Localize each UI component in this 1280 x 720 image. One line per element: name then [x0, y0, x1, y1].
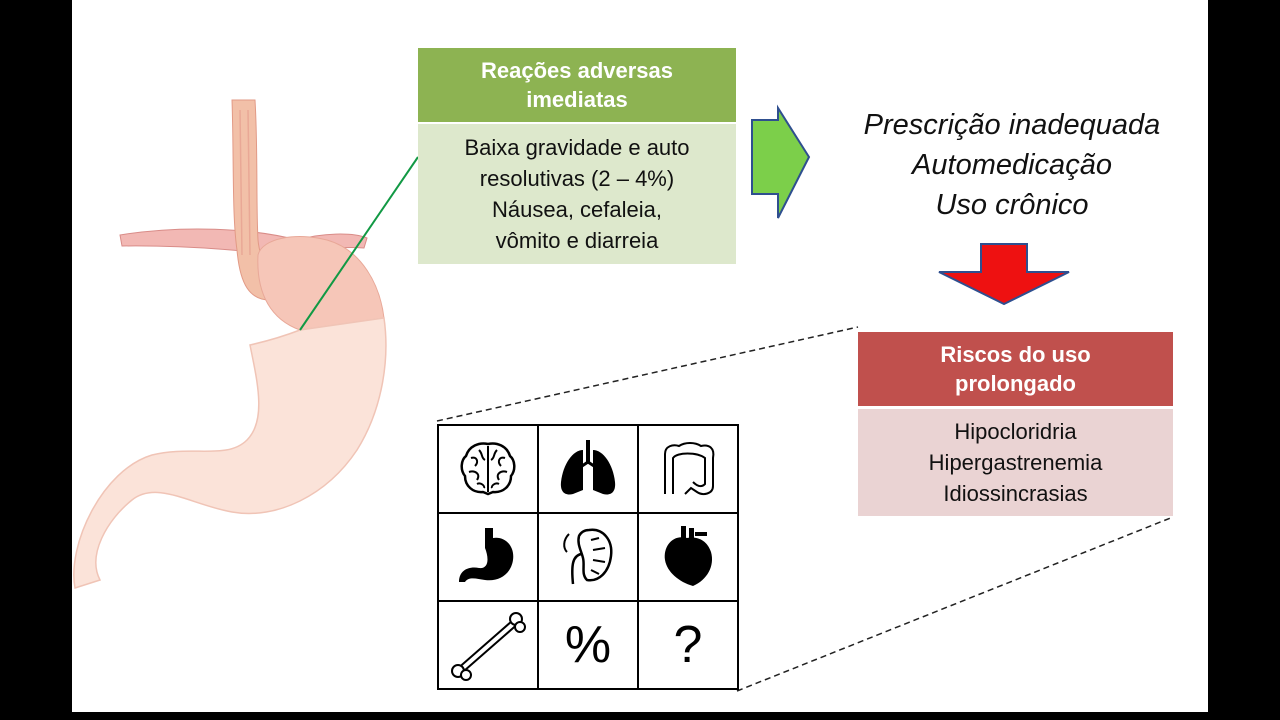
grid-cell-brain: [437, 424, 539, 514]
grid-cell-heart: [637, 512, 739, 602]
intestine-icon: [664, 442, 715, 495]
percent-symbol: %: [564, 616, 612, 674]
adverse-box-body: Baixa gravidade e auto resolutivas (2 – …: [418, 124, 736, 264]
bone-icon: [451, 612, 526, 681]
cause-item: Prescrição inadequada: [863, 109, 1161, 141]
down-arrow: [938, 243, 1070, 306]
adverse-box-header: Reações adversas imediatas: [418, 48, 736, 122]
risks-title-line-1: Riscos do uso: [940, 342, 1091, 367]
risk-item: Hipocloridria: [954, 419, 1077, 444]
grid-cell-stomach: [437, 512, 539, 602]
heart-icon: [664, 526, 713, 586]
grid-cell-bone: [437, 600, 539, 690]
cause-item: Uso crônico: [935, 189, 1089, 221]
question-symbol: ?: [673, 616, 703, 674]
stomach-icon: [459, 528, 514, 582]
risk-item: Hipergastrenemia: [928, 450, 1103, 475]
lungs-icon: [560, 440, 616, 495]
risks-title-line-2: prolongado: [955, 371, 1076, 396]
adverse-body-line-3: Náusea, cefaleia,: [492, 197, 662, 222]
risks-box-body: Hipocloridria Hipergastrenemia Idiossinc…: [858, 409, 1173, 516]
adverse-title-line-2: imediatas: [526, 87, 628, 112]
stomach-body-shape: [73, 317, 387, 589]
adverse-body-line-2: resolutivas (2 – 4%): [479, 166, 675, 191]
adverse-body-line-4: vômito e diarreia: [495, 228, 659, 253]
cause-item: Automedicação: [912, 149, 1112, 181]
grid-cell-intestine: [637, 424, 739, 514]
grid-cell-lungs: [537, 424, 639, 514]
grid-cell-kidney: [537, 512, 639, 602]
stomach-illustration: [73, 99, 1174, 692]
risk-item: Idiossincrasias: [943, 481, 1088, 506]
grid-cell-percent: %: [537, 600, 639, 690]
zoom-line-top: [436, 326, 859, 422]
pointer-line: [299, 156, 419, 331]
stomach-fundus-shape: [257, 235, 385, 331]
right-arrow: [751, 104, 811, 219]
brain-icon: [460, 442, 516, 496]
adverse-body-line-1: Baixa gravidade e auto: [464, 135, 690, 160]
organ-grid: % ?: [437, 424, 739, 690]
zoom-line-bottom: [736, 516, 1174, 692]
grid-cell-question: ?: [637, 600, 739, 690]
kidney-icon: [563, 528, 613, 585]
risks-box-header: Riscos do uso prolongado: [858, 332, 1173, 406]
slide: Reações adversas imediatas Baixa gravida…: [72, 0, 1208, 712]
adverse-title-line-1: Reações adversas: [480, 58, 674, 83]
causes-list: Prescrição inadequada Automedicação Uso …: [827, 105, 1197, 225]
